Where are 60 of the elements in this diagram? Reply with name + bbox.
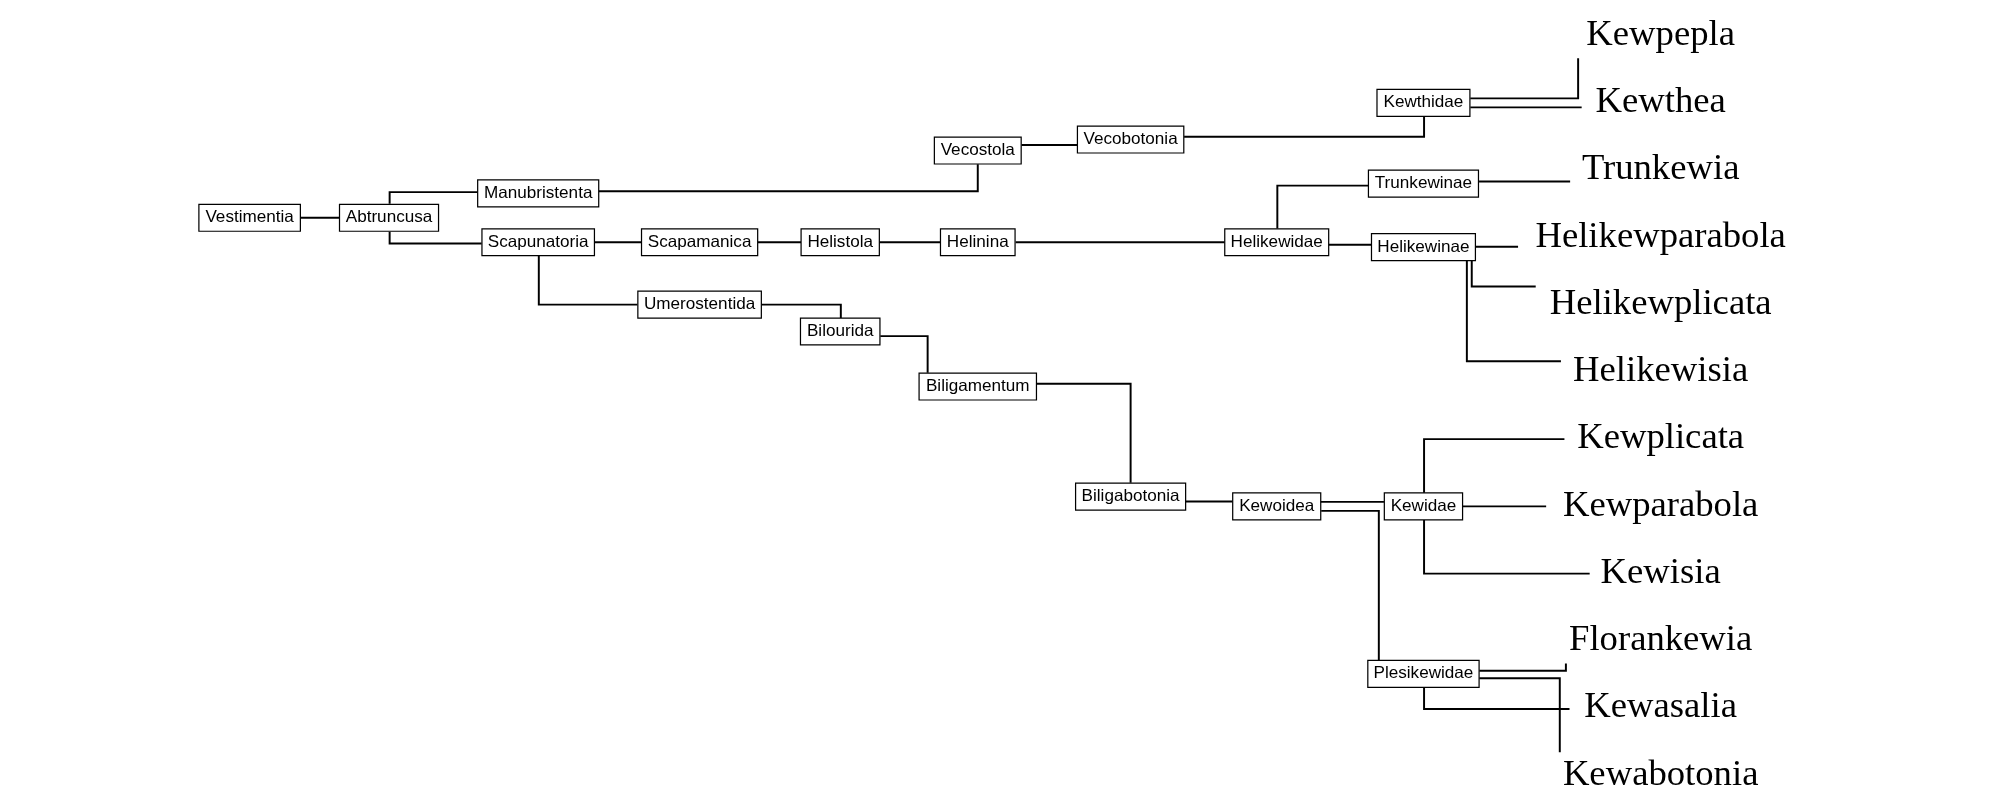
node-box: Biligabotonia [1075, 482, 1187, 511]
node-text: Kewplicata [1577, 415, 1745, 457]
node-box: Kewthidae [1376, 88, 1471, 117]
connector [1478, 677, 1561, 754]
connector [1327, 243, 1373, 246]
node-box: Helikewidae [1224, 228, 1330, 257]
node-text: Helikewisia [1573, 348, 1749, 390]
node-box: Umerostentida [637, 290, 762, 319]
node-box: Scapamanica [640, 228, 759, 257]
connector [757, 241, 802, 244]
connector [388, 191, 479, 205]
connector [1478, 662, 1567, 672]
node-box: Helikewinae [1370, 233, 1477, 262]
connector [1184, 500, 1234, 503]
node-box: Vestimentia [198, 203, 301, 232]
node-box: Vecobotonia [1076, 125, 1185, 154]
node-box: Helinina [939, 228, 1016, 257]
connector [1465, 259, 1562, 363]
connector [299, 216, 341, 219]
connector [1478, 180, 1572, 183]
node-box: Vecostola [933, 136, 1022, 165]
connector [593, 241, 643, 244]
connector [879, 335, 929, 374]
node-box: Kewoidea [1232, 492, 1322, 521]
connector [1423, 438, 1566, 494]
connector [1276, 184, 1370, 230]
connector [1320, 509, 1380, 661]
node-box: Trunkewinae [1367, 169, 1480, 198]
connector [1469, 57, 1580, 100]
node-text: Trunkewia [1581, 146, 1740, 188]
node-text: Kewasalia [1584, 684, 1738, 726]
node-box: Kewidae [1383, 492, 1464, 521]
node-text: Kewthea [1595, 79, 1726, 121]
connector [537, 254, 639, 306]
node-box: Plesikewidae [1367, 659, 1480, 688]
node-box: Biligamentum [918, 372, 1038, 401]
node-box: Scapunatoria [481, 228, 596, 257]
node-box: Manubristenta [477, 179, 600, 208]
connector [1319, 500, 1385, 503]
connector [1469, 106, 1583, 109]
connector [1014, 241, 1226, 244]
node-box: Abtruncusa [338, 203, 440, 232]
connector [1020, 144, 1078, 147]
node-text: Kewisia [1600, 549, 1721, 591]
connector [878, 241, 942, 244]
node-box: Helistola [800, 228, 880, 257]
connector [1423, 519, 1591, 575]
node-text: Helikewparabola [1535, 213, 1786, 255]
node-text: Kewabotonia [1562, 751, 1759, 793]
node-text: Helikewplicata [1549, 280, 1772, 322]
connector [1474, 245, 1520, 248]
node-text: Kewparabola [1562, 482, 1759, 524]
connector [388, 230, 483, 245]
connector [760, 303, 842, 320]
connector [1461, 505, 1548, 508]
node-text: Kewpepla [1586, 11, 1735, 53]
node-text: Florankewia [1569, 617, 1753, 659]
node-box: Bilourida [799, 317, 881, 346]
connector [1470, 259, 1537, 288]
connector [1035, 382, 1132, 484]
